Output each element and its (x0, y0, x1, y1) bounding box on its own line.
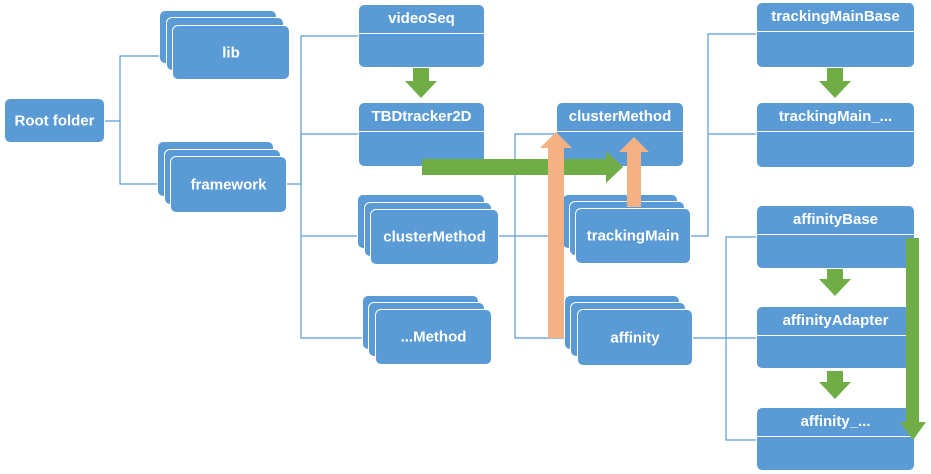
method-etc-label: ...Method (400, 328, 467, 346)
root-folder-label: Root folder (14, 112, 95, 129)
framework-node[interactable]: framework (170, 156, 287, 213)
tbdtracker2d-node[interactable]: TBDtracker2D (358, 102, 485, 167)
connector-root-framework (119, 121, 160, 185)
trackingmain-node[interactable]: trackingMain (575, 208, 691, 264)
trackingmain-etc-header-rule (757, 131, 914, 132)
connector-root-lib (104, 55, 160, 122)
trackingmain-etc-label: trackingMain_... (778, 108, 893, 125)
clustermethod-sub-node[interactable]: clusterMethod (556, 102, 684, 167)
videoseq-header-rule (359, 33, 484, 34)
videoseq-node[interactable]: videoSeq (358, 4, 485, 68)
connector-affinity-base (692, 236, 756, 339)
affinityadapter-node[interactable]: affinityAdapter (756, 306, 915, 369)
lib-label: lib (222, 44, 240, 61)
connector-trackingmain-base (690, 33, 756, 237)
method-etc-node[interactable]: ...Method (375, 309, 492, 365)
affinity-etc-header-rule (757, 436, 914, 437)
affinity-etc-label: affinity_... (800, 413, 871, 430)
root-folder-node[interactable]: Root folder (4, 98, 105, 143)
videoseq-label: videoSeq (388, 10, 455, 27)
connector-cluster-affinity (514, 236, 564, 339)
trackingmainbase-header-rule (757, 31, 914, 32)
connector-cluster-clustermethod (498, 133, 556, 237)
connector-framework-videoseq (287, 35, 358, 185)
trackingmainbase-node[interactable]: trackingMainBase (756, 2, 915, 68)
clustermethod-sub-header-rule (557, 131, 683, 132)
affinityadapter-header-rule (757, 335, 914, 336)
tree-connectors (104, 33, 756, 441)
clustermethod-framework-label: clusterMethod (383, 228, 486, 246)
trackingmain-label: trackingMain (586, 227, 680, 245)
affinity-node[interactable]: affinity (577, 309, 693, 366)
tbdtracker2d-label: TBDtracker2D (371, 108, 472, 125)
trackingmainbase-label: trackingMainBase (771, 8, 900, 25)
lib-node[interactable]: lib (172, 25, 290, 80)
affinity-etc-node[interactable]: affinity_... (756, 407, 915, 471)
affinitybase-header-rule (757, 234, 914, 235)
clustermethod-framework-node[interactable]: clusterMethod (370, 209, 499, 265)
connector-affinity-etc (725, 338, 756, 441)
tbdtracker2d-header-rule (359, 131, 484, 132)
affinitybase-node[interactable]: affinityBase (756, 205, 915, 269)
framework-label: framework (190, 176, 267, 193)
clustermethod-sub-label: clusterMethod (568, 108, 672, 125)
affinity-label: affinity (610, 329, 660, 346)
affinitybase-label: affinityBase (792, 211, 879, 228)
connector-framework-method (300, 134, 362, 339)
trackingmain-etc-node[interactable]: trackingMain_... (756, 102, 915, 168)
affinityadapter-label: affinityAdapter (782, 312, 889, 329)
